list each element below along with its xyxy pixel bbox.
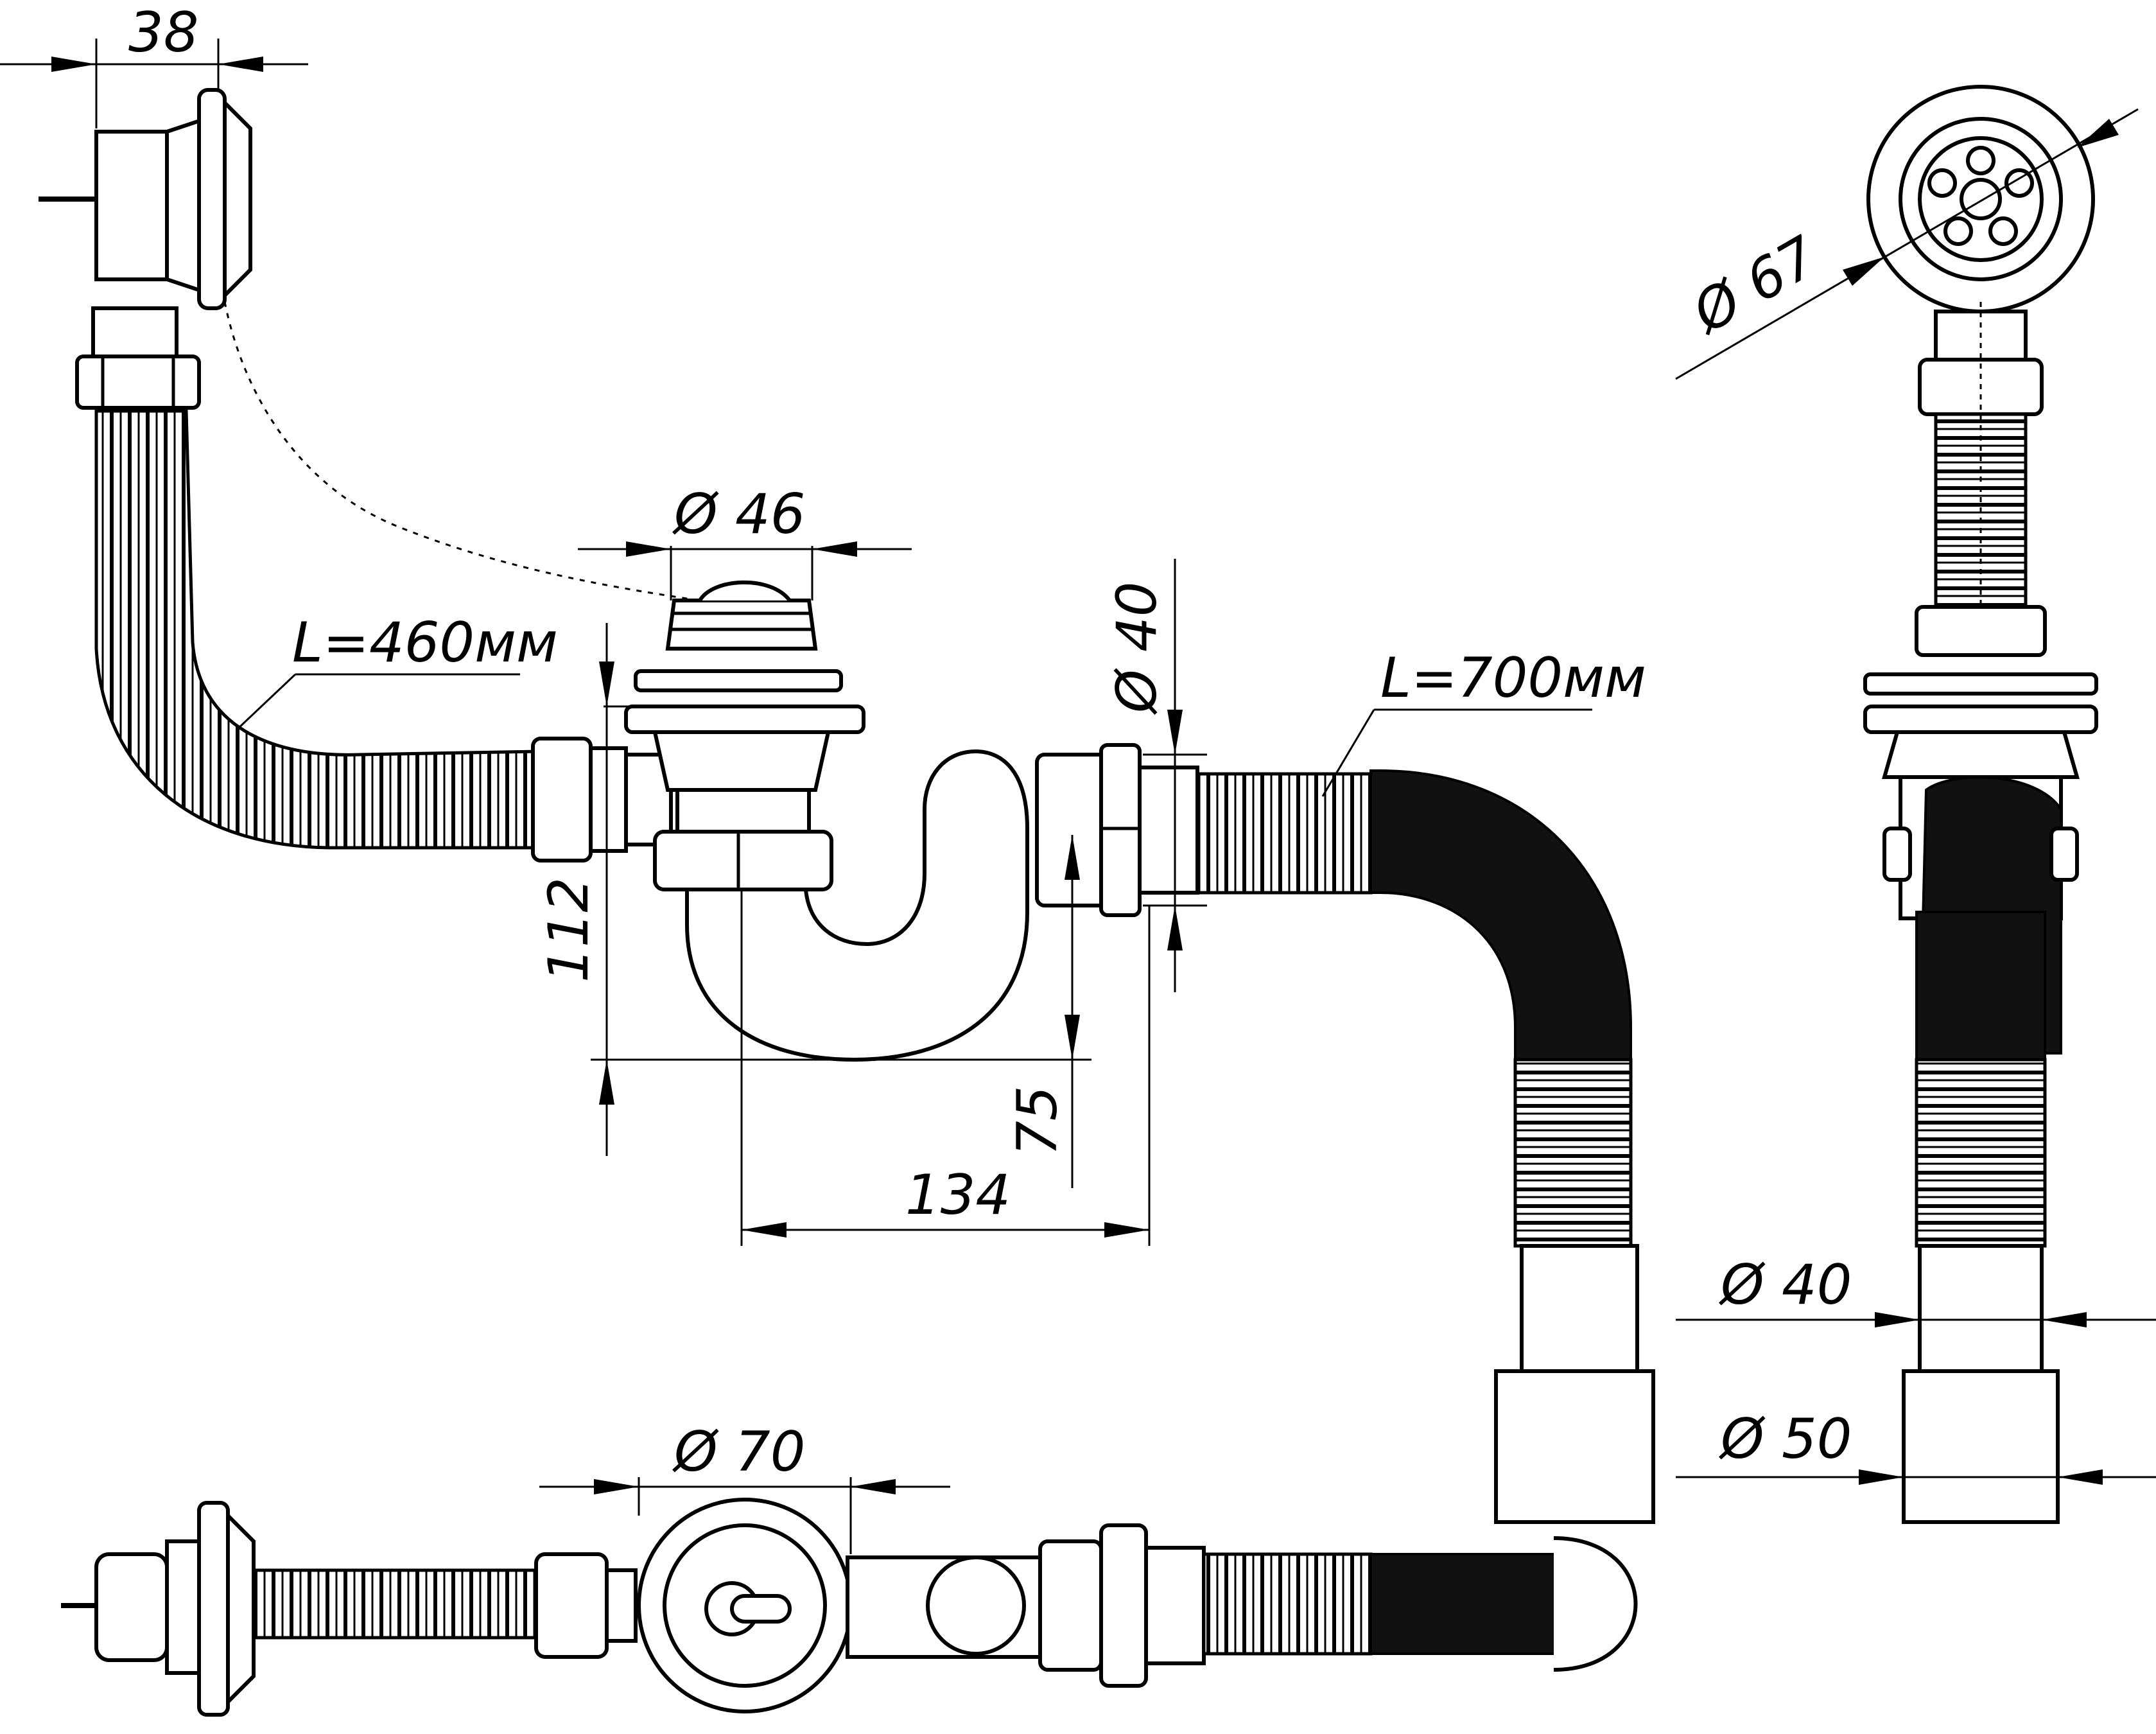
- siphon-u-bend: [685, 749, 1029, 1062]
- dim-side-outlet-diameter: Ø 40: [1719, 1253, 1852, 1317]
- dim-strainer-diameter: Ø 70: [672, 1420, 805, 1484]
- dim-outlet-diameter: Ø 40: [1105, 582, 1169, 715]
- dim-trap-width: 134: [905, 1163, 1011, 1227]
- dim-overflow-depth: 38: [128, 1, 198, 65]
- dim-drain-hose-length: L=700мм: [1380, 646, 1646, 710]
- dim-seal-height: 75: [1005, 1086, 1070, 1156]
- dim-height-total: 112: [537, 877, 601, 983]
- drain-hose: [1195, 769, 1655, 1524]
- front-view: [39, 88, 1655, 1524]
- overflow-fitting: [39, 88, 252, 410]
- top-view: [61, 1498, 1638, 1717]
- drain-plug: [665, 580, 818, 651]
- dim-grate-diameter: Ø 67: [1681, 224, 1829, 346]
- plug-chain: [223, 301, 700, 602]
- overflow-hose: [94, 409, 541, 850]
- side-view: [1863, 85, 2098, 1524]
- dim-sewer-diameter: Ø 50: [1719, 1407, 1852, 1471]
- outlet-nut: [1035, 743, 1199, 917]
- dim-overflow-hose-length: L=460мм: [292, 611, 558, 675]
- dimension-lines: [0, 39, 2156, 1554]
- strainer-body: [624, 669, 865, 891]
- overflow-connector: [531, 737, 673, 863]
- dim-plug-diameter: Ø 46: [672, 482, 805, 547]
